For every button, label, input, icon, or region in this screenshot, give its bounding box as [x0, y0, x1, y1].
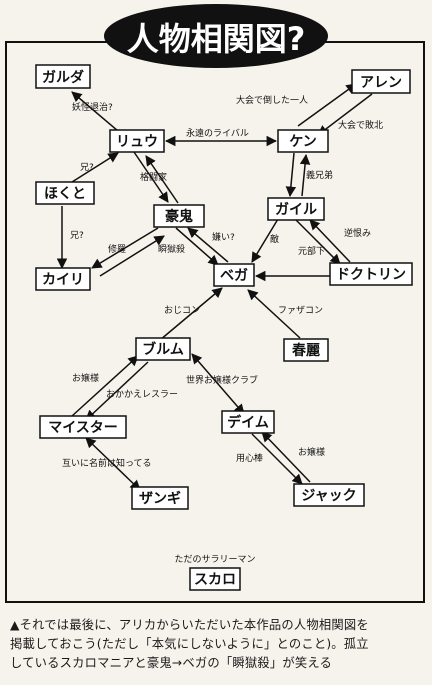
label-fathercon: ファザコン: [278, 305, 323, 316]
diagram-title: 人物相関図?: [127, 20, 306, 58]
svg-text:ガイル: ガイル: [275, 202, 317, 218]
label-sekai: 世界お嬢様クラブ: [186, 374, 258, 386]
label-salaryman: ただのサラリーマン: [174, 554, 255, 565]
label-kakutouka: 格闘家: [140, 171, 167, 183]
line-gouki-kairi-a: [91, 227, 159, 269]
node-galda: ガルダ: [35, 64, 91, 89]
label-ojousama2: お嬢様: [298, 446, 325, 458]
title-badge: 人物相関図?: [104, 4, 328, 68]
node-chunli: 春麗: [283, 338, 329, 362]
svg-text:ジャック: ジャック: [301, 488, 356, 504]
label-youjinbou: 用心棒: [236, 452, 263, 464]
line-blum-deim: [191, 353, 245, 415]
line-hokuto-ryu: [71, 152, 119, 183]
label-tagaini: 互いに名前は知ってる: [62, 457, 152, 469]
svg-text:ほくと: ほくと: [44, 186, 86, 202]
label-motobuka: 元部下: [298, 245, 325, 257]
line-guile-vega: [251, 218, 279, 263]
line-ryu-gouki-a: [133, 151, 169, 203]
node-deim: デイム: [221, 410, 275, 434]
svg-text:ガルダ: ガルダ: [42, 69, 84, 86]
line-ryu-galda: [71, 91, 119, 132]
label-ani2: 兄?: [70, 230, 84, 241]
svg-text:ザンギ: ザンギ: [139, 490, 181, 507]
svg-text:ベガ: ベガ: [220, 268, 248, 284]
node-gouki: 豪鬼: [153, 204, 205, 228]
relation-lines: [56, 83, 373, 491]
label-kirai: 嫌い?: [212, 231, 235, 243]
caption-line-3: しているスカロマニアと豪鬼→ベガの「瞬獄殺」が笑える: [10, 656, 332, 670]
svg-text:アレン: アレン: [360, 75, 402, 91]
line-jack-deim-b: [261, 431, 311, 483]
line-chunli-vega: [247, 289, 301, 339]
node-kairi: カイリ: [35, 267, 91, 291]
line-vega-gouki: [187, 227, 229, 263]
node-allen: アレン: [351, 69, 411, 94]
svg-text:ドクトリン: ドクトリン: [336, 267, 406, 283]
relationship-diagram: 人物相関図? ガルダ: [5, 4, 425, 603]
line-gouki-kairi-b: [99, 235, 165, 277]
node-vega: ベガ: [213, 263, 255, 287]
node-jack: ジャック: [293, 483, 365, 507]
figure-caption: ▲それでは最後に、アリカからいただいた本作品の人物相関図を 掲載しておこう(ただ…: [10, 616, 424, 673]
label-teki: 敵: [270, 233, 279, 245]
line-blum-meister-b: [85, 361, 149, 421]
line-ken-guile-b: [299, 153, 311, 197]
label-shura: 修羅: [108, 243, 126, 255]
svg-text:豪鬼: 豪鬼: [165, 208, 193, 225]
node-hokuto: ほくと: [35, 181, 95, 205]
line-guile-doctrine-a: [295, 219, 341, 265]
label-okakae: おかかえレスラー: [106, 389, 178, 400]
label-ojicon: おじコン: [164, 305, 200, 316]
line-doctrine-guile: [309, 219, 351, 263]
node-zangi: ザンギ: [131, 486, 189, 510]
svg-text:デイム: デイム: [227, 414, 269, 431]
nodes: ガルダ アレン リュウ ケン ほくと 豪鬼 ガイル カイリ: [35, 64, 413, 591]
line-deim-jack-a: [251, 433, 303, 485]
caption-line-2: 掲載しておこう(ただし「本気にしないように」とのこと)。孤立: [10, 637, 369, 651]
line-gouki-vega: [175, 227, 219, 266]
caption-line-1: ▲それでは最後に、アリカからいただいた本作品の人物相関図を: [10, 618, 369, 632]
node-ken: ケン: [277, 129, 329, 153]
line-ken-allen-a: [297, 83, 357, 127]
node-meister: マイスター: [39, 415, 127, 439]
line-meister-blum-a: [71, 355, 139, 417]
node-blum: ブルム: [135, 337, 191, 361]
line-meister-zangi: [85, 437, 141, 491]
svg-text:マイスター: マイスター: [48, 420, 118, 436]
node-scaro: スカロ: [189, 567, 241, 591]
node-guile: ガイル: [267, 197, 325, 221]
label-sakaurami: 逆恨み: [344, 227, 371, 239]
node-ryu: リュウ: [109, 129, 165, 153]
svg-text:リュウ: リュウ: [116, 134, 158, 150]
svg-text:ケン: ケン: [289, 134, 317, 150]
label-gikyoudai: 義兄弟: [306, 169, 333, 181]
svg-text:スカロ: スカロ: [194, 572, 236, 588]
label-ojousama1: お嬢様: [72, 372, 99, 384]
node-doctrine: ドクトリン: [329, 262, 413, 286]
svg-text:春麗: 春麗: [291, 342, 320, 359]
label-taikai-taoshita: 大会で倒した一人: [236, 94, 308, 106]
relation-labels: 妖怪退治? 大会で倒した一人 大会で敗北 永遠のライバル 兄? 格闘家 義兄弟 …: [62, 94, 383, 565]
line-ken-allen-b: [317, 93, 373, 136]
label-taikai-haiboku: 大会で敗北: [338, 119, 383, 131]
line-ken-guile-a: [285, 152, 297, 198]
line-blum-vega: [159, 287, 223, 341]
label-youkai: 妖怪退治?: [72, 101, 113, 113]
line-ryu-gouki-b: [145, 155, 179, 204]
svg-text:カイリ: カイリ: [42, 272, 84, 288]
svg-text:ブルム: ブルム: [142, 341, 184, 358]
label-eien: 永遠のライバル: [186, 127, 249, 139]
label-shungokusatsu: 瞬獄殺: [158, 243, 185, 255]
label-ani1: 兄?: [80, 162, 94, 173]
